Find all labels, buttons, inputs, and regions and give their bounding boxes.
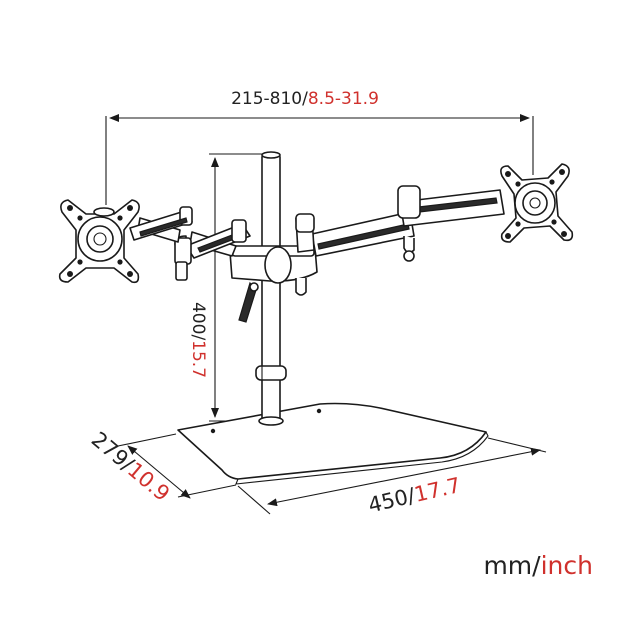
left-vesa-plate — [58, 199, 140, 284]
right-vesa-plate — [500, 163, 574, 243]
pole — [255, 151, 287, 426]
base-plate — [177, 402, 489, 485]
width-dimension: 215-810/8.5-31.9 — [105, 89, 534, 205]
left-arm — [129, 206, 251, 281]
units-legend: mm/inch — [483, 551, 593, 580]
length-dimension-label: 450/17.7 — [366, 473, 463, 518]
width-dimension-label: 215-810/8.5-31.9 — [231, 89, 379, 109]
right-arm — [295, 185, 505, 262]
center-hub — [229, 245, 318, 323]
depth-dimension-label: 279/10.9 — [87, 427, 174, 506]
height-dimension-label: 400/15.7 — [188, 302, 208, 378]
